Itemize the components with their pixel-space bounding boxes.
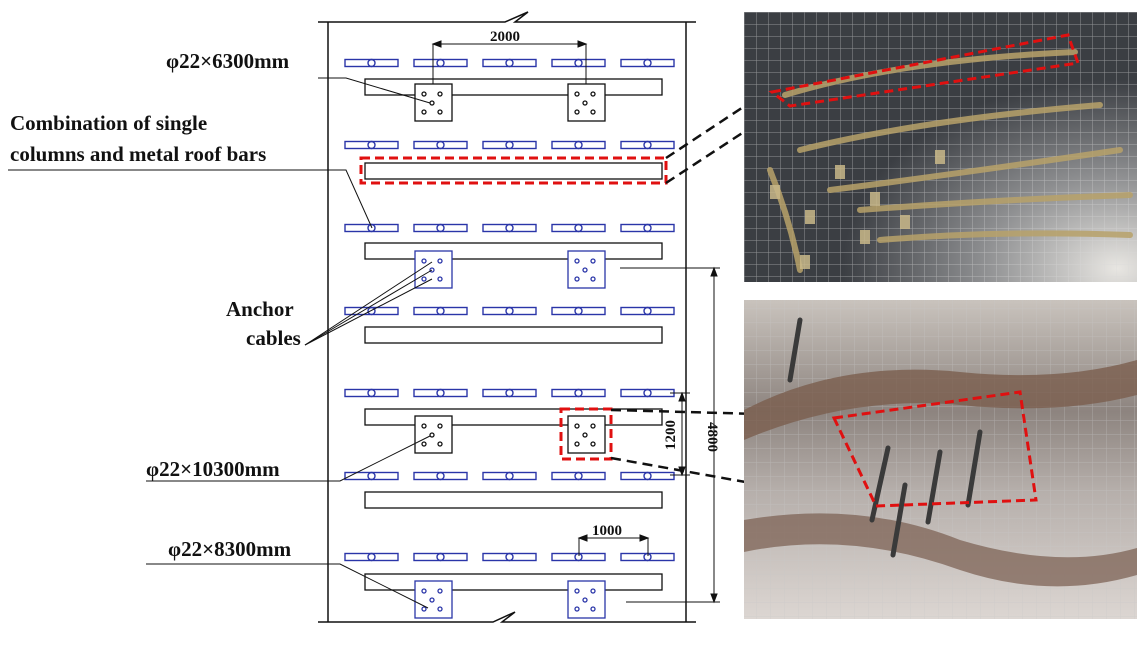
label-roof-bars-line1: Combination of single — [10, 111, 207, 135]
bolt — [482, 552, 537, 562]
bolt — [413, 140, 468, 150]
bolt — [344, 58, 399, 68]
roof-bar — [364, 242, 663, 260]
cable-plate — [414, 415, 453, 454]
bolt — [413, 471, 468, 481]
bolt — [551, 471, 606, 481]
dimension-lines — [431, 40, 718, 604]
bolt — [620, 388, 675, 398]
bolt — [551, 223, 606, 233]
bolt — [344, 388, 399, 398]
bolt — [620, 58, 675, 68]
bolt — [413, 306, 468, 316]
highlight-cable-plate — [559, 407, 613, 461]
cable-plate — [414, 83, 453, 122]
roof-bar — [364, 162, 663, 180]
bolt — [551, 58, 606, 68]
label-anchor-line2: cables — [246, 326, 301, 350]
bolt — [551, 140, 606, 150]
bolt — [620, 223, 675, 233]
cable-plate — [567, 250, 606, 289]
bolt-rows — [344, 58, 675, 562]
label-cable-6300: φ22×6300mm — [166, 49, 290, 73]
roof-bar — [364, 78, 663, 96]
roadway-outline — [318, 11, 696, 623]
dim-2000: 2000 — [490, 29, 520, 45]
label-anchor-line1: Anchor — [226, 297, 294, 321]
bolt — [413, 58, 468, 68]
bolt — [482, 388, 537, 398]
leader-lines — [8, 77, 720, 609]
bolt — [482, 58, 537, 68]
bolt — [413, 388, 468, 398]
bolt — [620, 306, 675, 316]
label-cable-10300: φ22×10300mm — [146, 457, 280, 481]
bolt — [482, 140, 537, 150]
anchor-cables-photo — [744, 300, 1137, 619]
dim-1200: 1200 — [663, 420, 679, 450]
bolt — [482, 471, 537, 481]
cable-plate — [567, 580, 606, 619]
label-cable-8300: φ22×8300mm — [168, 537, 292, 561]
bolt — [551, 306, 606, 316]
bolt — [413, 223, 468, 233]
roof-bar — [364, 573, 663, 591]
bolt — [344, 471, 399, 481]
bolt — [620, 140, 675, 150]
dim-1000: 1000 — [592, 523, 622, 539]
bolt — [344, 223, 399, 233]
bolt — [344, 306, 399, 316]
roof-bars — [364, 78, 663, 591]
roof-bars-photo — [744, 12, 1137, 282]
bolt — [482, 306, 537, 316]
bolt — [413, 552, 468, 562]
cable-plate — [567, 83, 606, 122]
label-roof-bars-line2: columns and metal roof bars — [10, 142, 266, 166]
cable-plate — [414, 580, 453, 619]
bolt — [551, 388, 606, 398]
bolt — [344, 552, 399, 562]
roof-bar — [364, 326, 663, 344]
highlight-roof-bar — [359, 156, 668, 185]
bolt — [344, 140, 399, 150]
cable-plate — [567, 415, 606, 454]
roof-bar — [364, 491, 663, 509]
dim-4800: 4800 — [704, 422, 720, 452]
bolt — [482, 223, 537, 233]
bolt — [620, 471, 675, 481]
